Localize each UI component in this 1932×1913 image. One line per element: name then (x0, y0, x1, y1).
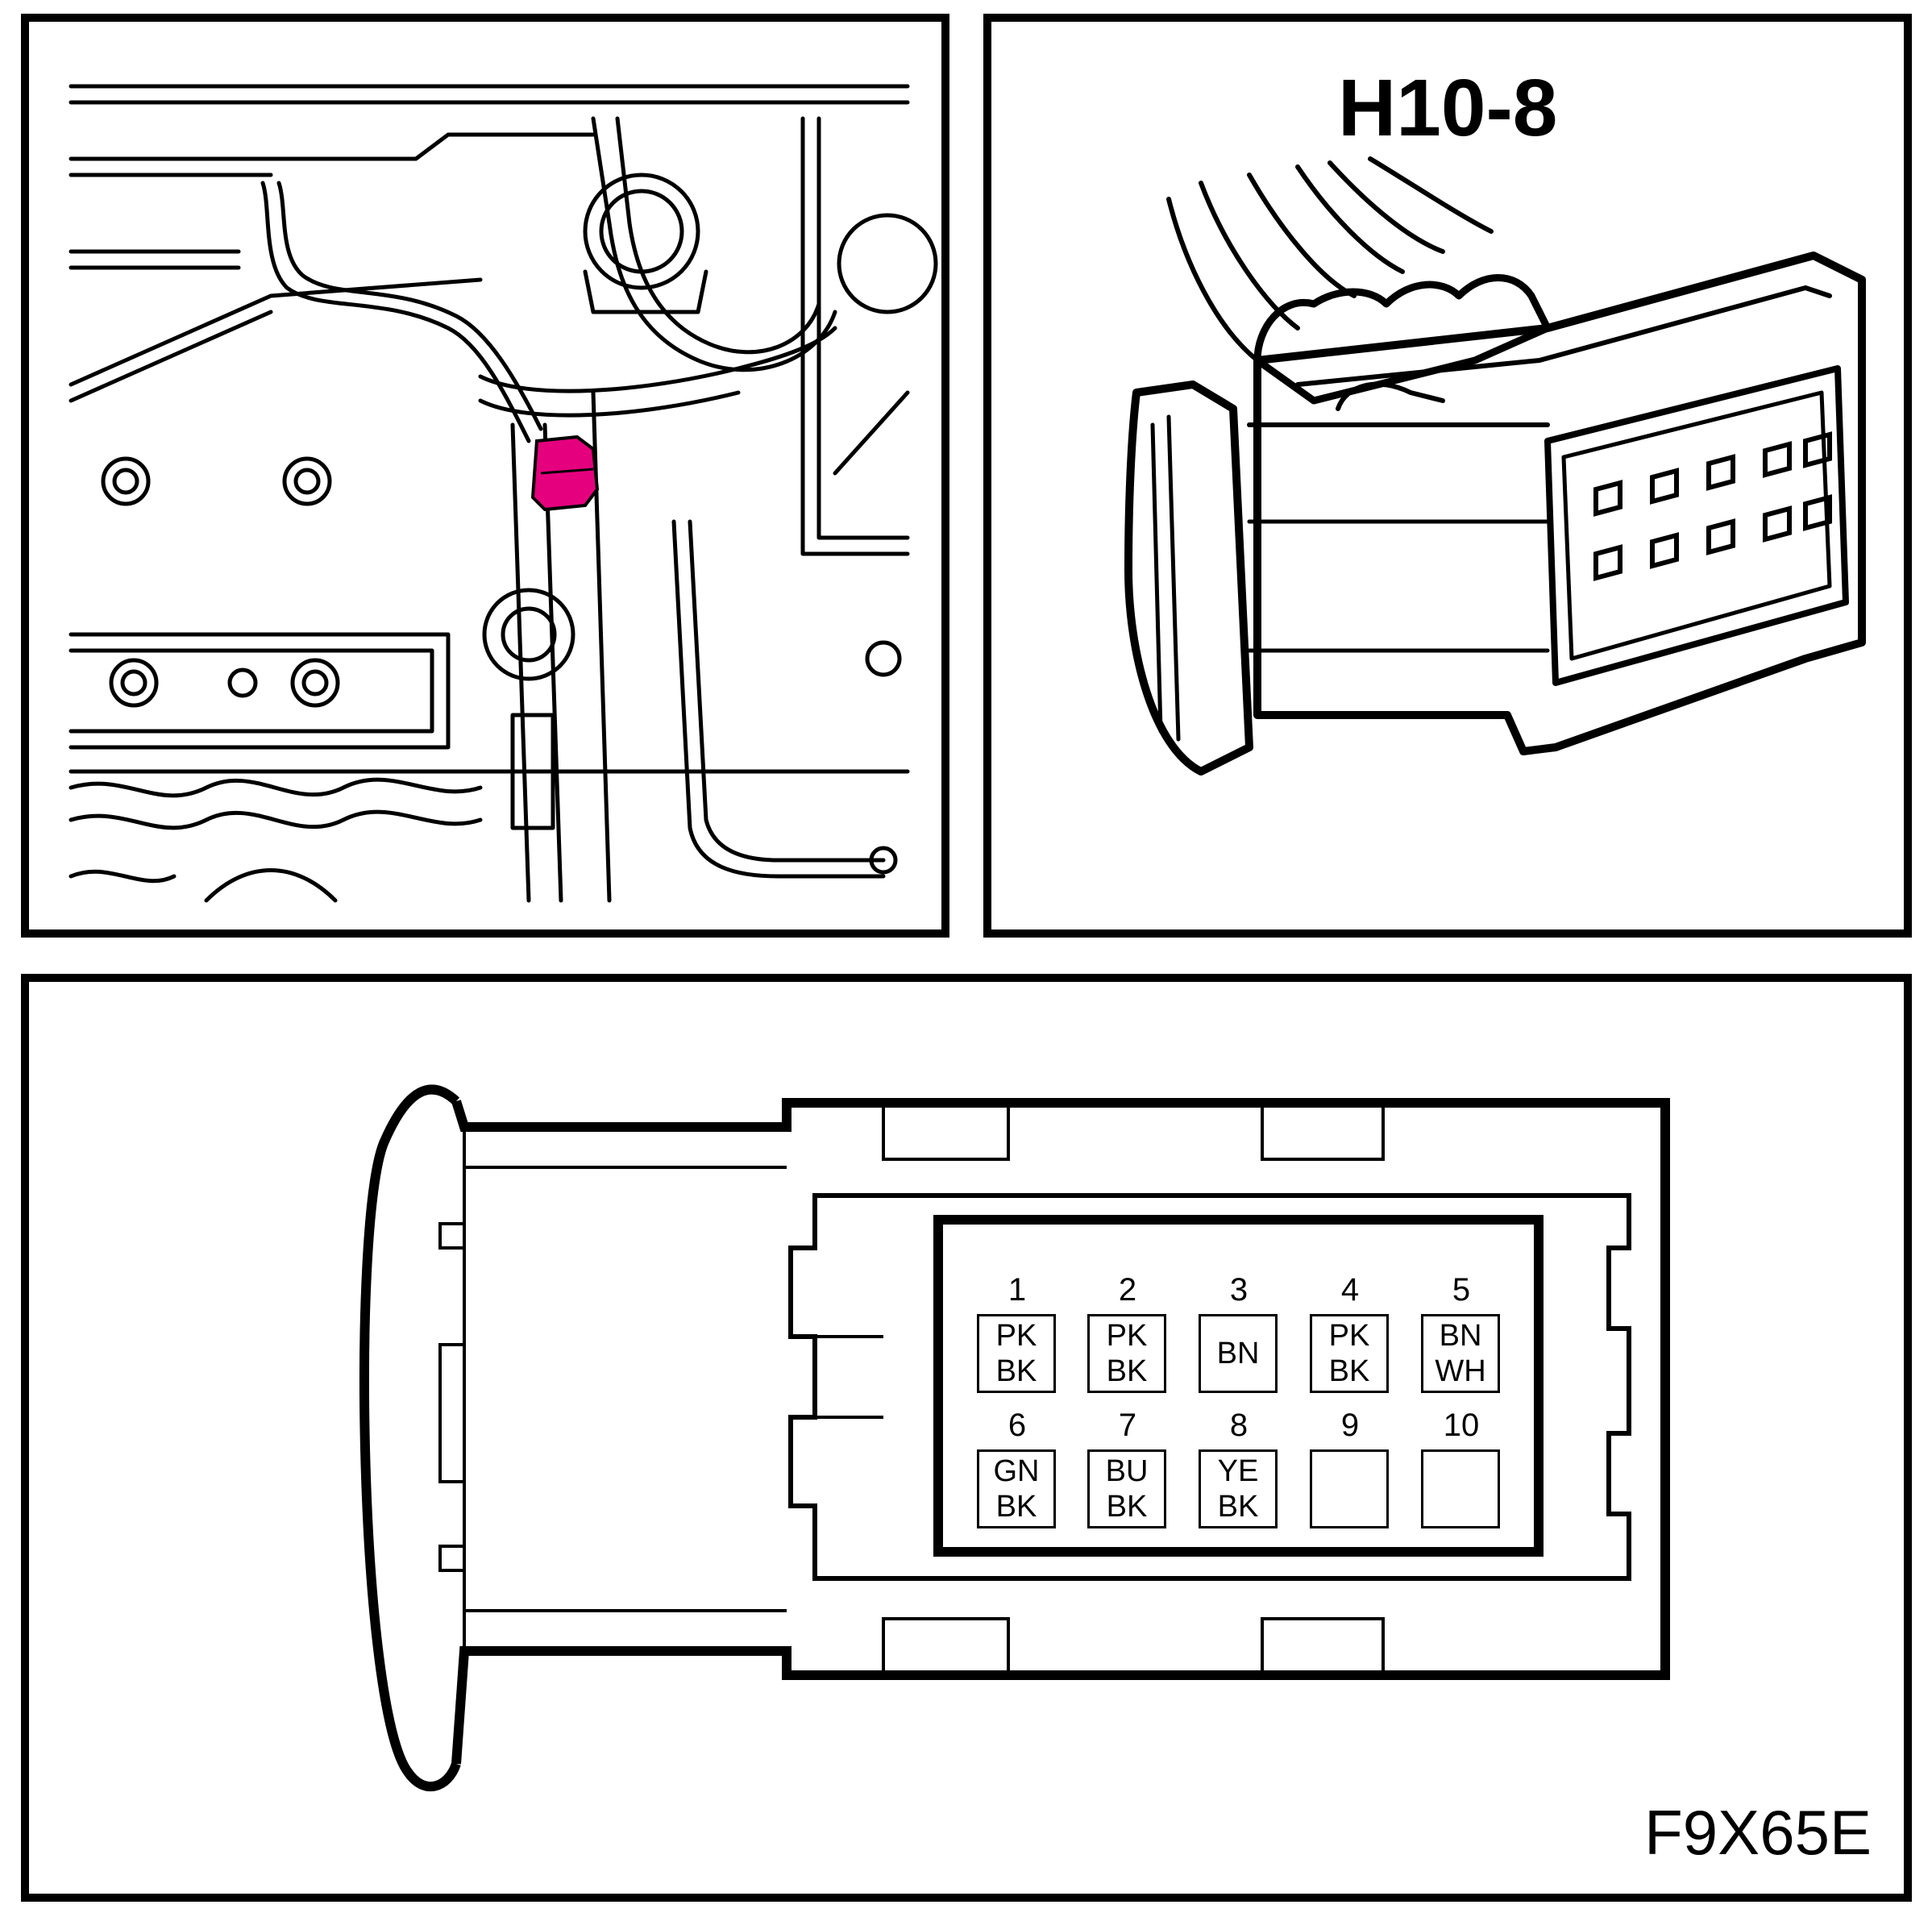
connector-face-outline (359, 1084, 1670, 1792)
pin-number-9: 9 (1340, 1408, 1360, 1443)
connector-3d-drawing (1124, 156, 1866, 776)
pin-7: BU BK (1087, 1449, 1166, 1528)
pin-8-color-1: YE (1217, 1454, 1259, 1488)
pin-number-2: 2 (1118, 1272, 1137, 1308)
pin-9 (1310, 1449, 1389, 1528)
pin-3-color-1: BN (1216, 1337, 1260, 1370)
pin-1-color-1: PK (995, 1319, 1037, 1353)
pin-number-8: 8 (1229, 1408, 1249, 1443)
pin-8-color-2: BK (1217, 1490, 1259, 1524)
pinout-panel: 1 PK BK 2 PK BK 3 BN 4 PK BK 5 BN WH 6 G… (21, 974, 1912, 1902)
pin-2-color-1: PK (1106, 1319, 1148, 1353)
pin-4-color-2: BK (1328, 1354, 1370, 1388)
pin-4-color-1: PK (1328, 1319, 1370, 1353)
terminal-cavities (1593, 431, 1832, 581)
pin-3: BN (1199, 1314, 1278, 1393)
pin-10 (1421, 1449, 1500, 1528)
pin-number-5: 5 (1452, 1272, 1471, 1308)
pin-2-color-2: BK (1106, 1354, 1148, 1388)
pin-6-color-2: BK (995, 1490, 1037, 1524)
pin-1: PK BK (977, 1314, 1056, 1393)
pin-5: BN WH (1421, 1314, 1500, 1393)
figure-code: F9X65E (1644, 1797, 1872, 1868)
pin-1-color-2: BK (995, 1354, 1037, 1388)
location-panel (21, 14, 949, 938)
pin-4: PK BK (1310, 1314, 1389, 1393)
pin-number-7: 7 (1118, 1408, 1137, 1443)
pin-number-1: 1 (1008, 1272, 1027, 1308)
pin-2: PK BK (1087, 1314, 1166, 1393)
pin-number-3: 3 (1229, 1272, 1249, 1308)
connector-3d-panel: H10-8 (983, 14, 1912, 938)
pin-6-color-1: GN (993, 1454, 1040, 1488)
pin-5-color-2: WH (1435, 1354, 1486, 1388)
pin-6: GN BK (977, 1449, 1056, 1528)
connector-title: H10-8 (1338, 63, 1558, 153)
pin-7-color-1: BU (1105, 1454, 1149, 1488)
engine-bay-drawing (69, 84, 938, 903)
connector-location-highlight (530, 435, 600, 512)
pin-number-6: 6 (1008, 1408, 1027, 1443)
pin-8: YE BK (1199, 1449, 1278, 1528)
pin-7-color-2: BK (1106, 1490, 1148, 1524)
pin-number-4: 4 (1340, 1272, 1360, 1308)
pin-5-color-1: BN (1439, 1319, 1482, 1353)
pin-number-10: 10 (1443, 1408, 1480, 1443)
